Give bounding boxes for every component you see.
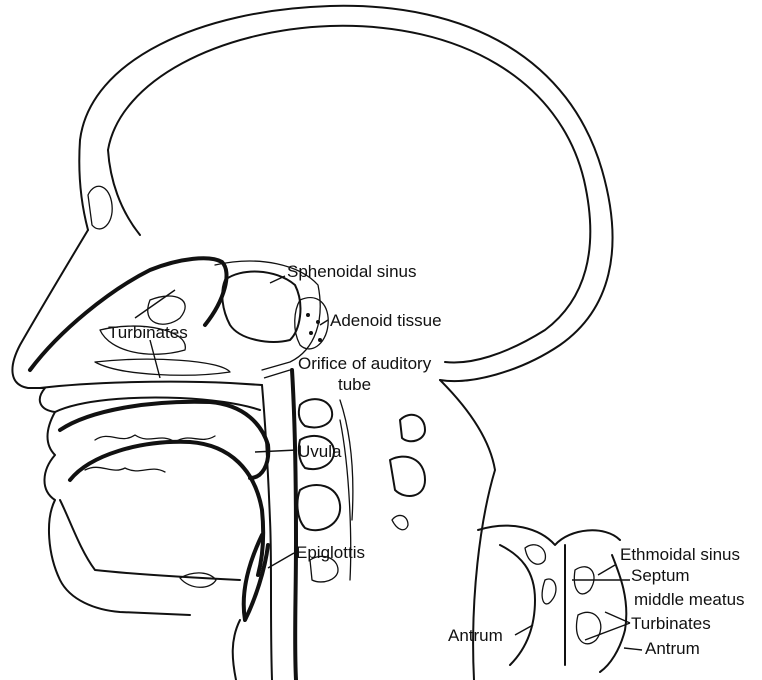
- inset-left-turbinate: [542, 579, 556, 604]
- hyoid-bone: [180, 573, 216, 587]
- label-turbinates: Turbinates: [108, 324, 188, 341]
- pointer-orifice: [264, 370, 290, 378]
- vertebral-process-1: [400, 415, 425, 441]
- vertebra-1: [299, 399, 332, 427]
- label-antrum-left: Antrum: [448, 627, 503, 644]
- vertebra-3: [297, 485, 340, 530]
- label-sphenoidal-sinus: Sphenoidal sinus: [287, 263, 416, 280]
- pharynx-posterior-wall: [292, 370, 296, 680]
- lower-teeth: [85, 467, 165, 472]
- turbinate-upper: [148, 296, 185, 324]
- pointer-uvula: [255, 450, 297, 452]
- label-uvula: Uvula: [298, 443, 341, 460]
- inset-right-cavity: [600, 555, 626, 672]
- lower-jaw: [60, 500, 240, 580]
- tongue-upper: [70, 442, 263, 575]
- label-septum: Septum: [631, 567, 690, 584]
- vertebral-process-3: [392, 515, 408, 529]
- pointer-epiglottis: [268, 553, 294, 568]
- larynx: [233, 620, 240, 680]
- pointer-turbinate-upper: [135, 290, 175, 318]
- inset-ethmoid-cells: [525, 545, 545, 564]
- nasal-cavity-roof: [30, 258, 227, 370]
- label-antrum-right: Antrum: [645, 640, 700, 657]
- label-turbinates-inset: Turbinates: [631, 615, 711, 632]
- hard-palate: [40, 382, 262, 388]
- soft-palate: [60, 402, 268, 478]
- pointer-antrum-right: [624, 648, 642, 650]
- label-adenoid-tissue: Adenoid tissue: [330, 312, 442, 329]
- pointer-adenoid: [320, 320, 328, 325]
- pointer-sphenoidal: [270, 276, 285, 283]
- label-epiglottis: Epiglottis: [296, 544, 365, 561]
- label-orifice-auditory-tube-line2: tube: [338, 376, 371, 393]
- face-profile: [12, 230, 190, 615]
- turbinate-lower: [95, 359, 230, 375]
- pointer-ethmoidal: [598, 565, 615, 575]
- sphenoidal-sinus-shape: [222, 272, 300, 342]
- label-ethmoidal-sinus: Ethmoidal sinus: [620, 546, 740, 563]
- coronal-inset: [478, 526, 642, 672]
- inset-orbit-roof: [478, 526, 620, 545]
- frontal-sinus: [88, 186, 112, 229]
- label-middle-meatus: middle meatus: [634, 591, 745, 608]
- label-orifice-auditory-tube-line1: Orifice of auditory: [298, 355, 431, 372]
- inset-left-cavity: [500, 545, 535, 665]
- vertebral-process-2: [390, 457, 425, 496]
